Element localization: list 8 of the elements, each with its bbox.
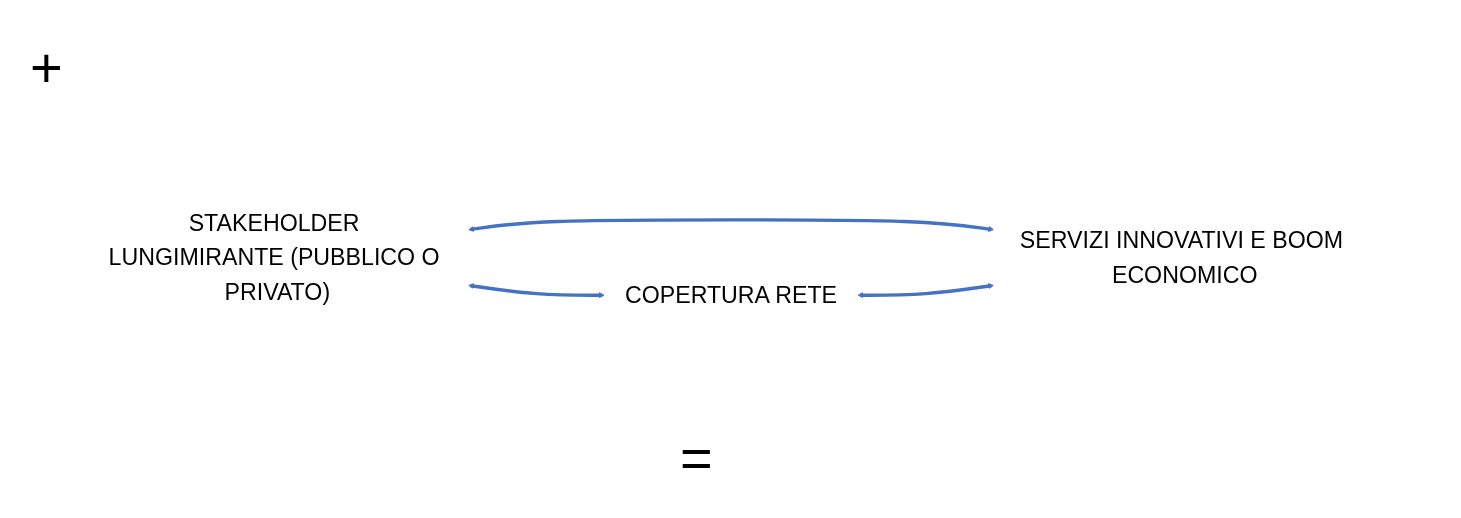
operator-sign: + — [30, 40, 63, 96]
arrow — [467, 283, 605, 299]
arrow — [857, 283, 994, 299]
arrow — [467, 218, 994, 232]
node-text: STAKEHOLDER LUNGIMIRANTE (PUBBLICO O PRIVATO) — [108, 209, 440, 305]
operator-sign: = — [680, 430, 713, 486]
node-text: SERVIZI INNOVATIVI E BOOM ECONOMICO — [1019, 226, 1343, 288]
node-text: COPERTURA RETE — [624, 281, 837, 308]
